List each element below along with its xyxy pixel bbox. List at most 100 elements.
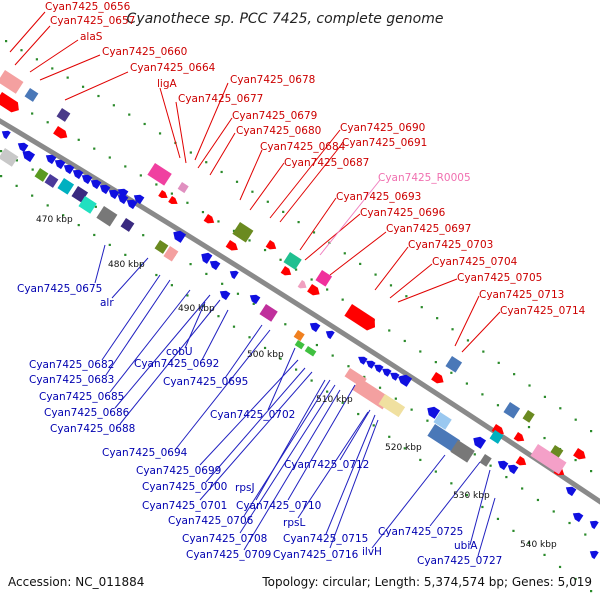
forward-gene-arrow[interactable] [431,372,446,386]
gene-label[interactable]: Cyan7425_0685 [39,391,124,403]
reverse-gene-arrow[interactable] [496,458,509,471]
gene-block[interactable] [479,454,492,467]
gene-label[interactable]: Cyan7425_0686 [44,407,130,419]
forward-gene-arrow[interactable] [0,92,22,115]
reverse-gene-arrow[interactable] [308,320,321,333]
reverse-gene-arrow[interactable] [425,404,441,419]
forward-gene-arrow[interactable] [225,240,240,253]
gene-block[interactable] [378,394,406,418]
forward-gene-arrow[interactable] [307,284,322,298]
gene-label[interactable]: Cyan7425_0695 [163,376,248,388]
reverse-gene-arrow[interactable] [364,358,376,369]
reverse-gene-arrow[interactable] [44,152,57,165]
reverse-gene-arrow[interactable] [16,140,29,153]
gene-block[interactable] [120,218,135,232]
gene-block[interactable] [530,444,567,475]
forward-gene-arrow[interactable] [515,456,529,468]
gene-label[interactable]: Cyan7425_0703 [408,239,493,251]
gene-label[interactable]: Cyan7425_0692 [134,358,219,370]
gene-label[interactable]: Cyan7425_0656 [45,1,131,13]
gene-label[interactable]: Cyan7425_0680 [236,125,321,137]
gene-block[interactable] [57,178,75,195]
reverse-gene-arrow[interactable] [471,434,487,449]
gene-label[interactable]: ilvH [362,546,382,558]
gene-label[interactable]: Cyan7425_0691 [342,137,427,149]
gene-block[interactable] [44,174,59,188]
reverse-gene-arrow[interactable] [356,354,368,365]
reverse-gene-arrow[interactable] [380,366,392,377]
gene-label[interactable]: Cyan7425_0708 [182,533,267,545]
gene-label[interactable]: Cyan7425_0694 [102,447,188,459]
forward-gene-arrow[interactable] [203,214,217,226]
reverse-gene-arrow[interactable] [208,258,221,271]
gene-label[interactable]: ubiA [454,540,478,552]
reverse-gene-arrow[interactable] [588,548,599,560]
gene-block[interactable] [293,330,305,342]
gene-block[interactable] [450,440,475,463]
gene-label[interactable]: ligA [157,78,177,90]
gene-label[interactable]: Cyan7425_0713 [479,289,564,301]
forward-gene-arrow[interactable] [280,266,294,278]
reverse-gene-arrow[interactable] [116,186,129,199]
gene-label[interactable]: cobU [166,346,193,358]
reverse-gene-arrow[interactable] [53,157,66,170]
reverse-gene-arrow[interactable] [388,370,400,381]
gene-label[interactable]: Cyan7425_0716 [273,549,359,561]
forward-gene-arrow[interactable] [344,304,378,333]
reverse-gene-arrow[interactable] [571,510,584,523]
reverse-gene-arrow[interactable] [397,372,413,387]
gene-label[interactable]: alaS [80,31,103,43]
reverse-gene-arrow[interactable] [116,192,129,205]
forward-gene-arrow[interactable] [53,126,70,141]
gene-label[interactable]: Cyan7425_0684 [260,141,346,153]
gene-block[interactable] [304,346,317,357]
gene-label[interactable]: Cyan7425_0677 [178,93,263,105]
reverse-gene-arrow[interactable] [62,162,75,175]
gene-label[interactable]: Cyan7425_0710 [236,500,321,512]
gene-label[interactable]: Cyan7425_0700 [142,481,227,493]
gene-label[interactable]: Cyan7425_0727 [417,555,502,567]
reverse-gene-arrow[interactable] [132,192,145,205]
gene-block[interactable] [56,108,71,122]
gene-label[interactable]: Cyan7425_0678 [230,74,315,86]
rna-gene-label[interactable]: Cyan7425_R0005 [378,172,471,184]
gene-block[interactable] [433,412,452,430]
reverse-gene-arrow[interactable] [171,228,187,243]
gene-label[interactable]: Cyan7425_0696 [360,207,446,219]
gene-label[interactable]: Cyan7425_0660 [102,46,187,58]
gene-block[interactable] [522,410,535,423]
gene-label[interactable]: Cyan7425_0688 [50,423,135,435]
gene-block[interactable] [154,240,169,254]
gene-block[interactable] [445,356,463,373]
gene-label[interactable]: Cyan7425_0683 [29,374,114,386]
reverse-gene-arrow[interactable] [199,250,213,264]
gene-block[interactable] [259,304,278,322]
gene-label[interactable]: Cyan7425_0702 [210,409,295,421]
gene-block[interactable] [294,340,305,350]
reverse-gene-arrow[interactable] [125,197,138,210]
gene-block[interactable] [0,148,19,167]
reverse-gene-arrow[interactable] [0,128,11,140]
gene-label[interactable]: Cyan7425_0697 [386,223,471,235]
gene-label[interactable]: Cyan7425_0705 [457,272,542,284]
gene-label[interactable]: Cyan7425_0693 [336,191,421,203]
gene-label[interactable]: Cyan7425_0704 [432,256,518,268]
gene-block[interactable] [315,270,333,287]
gene-label[interactable]: Cyan7425_0657 [50,15,135,27]
reverse-gene-arrow[interactable] [71,167,84,180]
reverse-gene-arrow[interactable] [218,288,231,301]
gene-label[interactable]: Cyan7425_0687 [284,157,369,169]
gene-block[interactable] [78,196,97,214]
gene-block[interactable] [0,70,24,94]
gene-label[interactable]: Cyan7425_0706 [168,515,254,527]
gene-block[interactable] [163,246,179,262]
gene-label[interactable]: Cyan7425_0699 [136,465,221,477]
forward-gene-arrow[interactable] [158,190,169,201]
gene-block[interactable] [177,182,189,194]
gene-label[interactable]: rpsL [283,517,305,529]
forward-gene-arrow[interactable] [265,240,279,252]
reverse-gene-arrow[interactable] [372,362,384,373]
gene-label[interactable]: Cyan7425_0690 [340,122,425,134]
gene-block[interactable] [147,163,172,186]
gene-label[interactable]: Cyan7425_0725 [378,526,463,538]
